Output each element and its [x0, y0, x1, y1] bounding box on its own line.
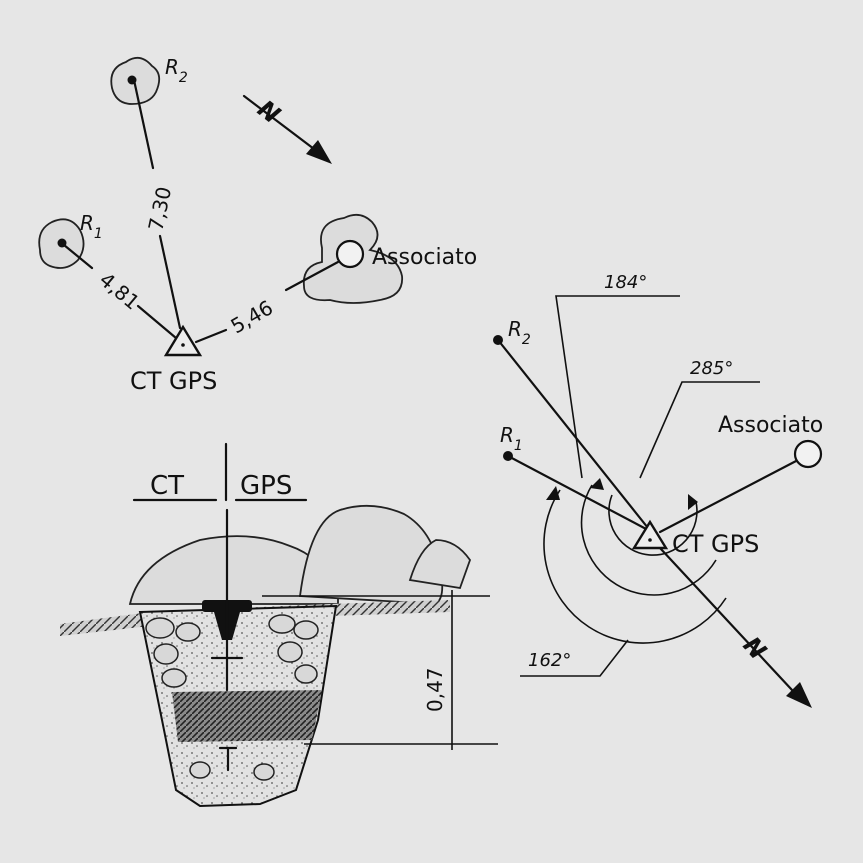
bearing-r1-label: R1 [500, 423, 523, 454]
section-gps-label: GPS [240, 471, 292, 501]
angle-162-label: 162° [528, 650, 571, 671]
bearing-ctgps-triangle [631, 519, 669, 550]
leader-285 [639, 381, 760, 479]
ray-r1 [506, 454, 650, 532]
plan-sketch: R2 R1 Associato CT GPS 7,30 4,81 5,46 N [38, 55, 477, 395]
bearing-r2-label: R2 [508, 317, 531, 348]
bearing-associato-point [793, 439, 823, 469]
plan-ctgps-triangle [163, 324, 203, 357]
arc-162-arrowhead [546, 486, 560, 500]
bearing-ctgps-label: CT GPS [672, 530, 759, 558]
plan-dist-associato: 5,46 [227, 295, 278, 338]
bearing-diagram: N CT GPS R2 R1 Associato 184° 285° 162° [493, 272, 823, 708]
line-r1-bottom [136, 304, 178, 340]
arc-285 [608, 494, 698, 556]
plan-associato-label: Associato [372, 245, 477, 270]
angle-184-label: 184° [604, 272, 647, 293]
arc-285-arrowhead [688, 494, 698, 510]
angle-285-label: 285° [690, 358, 733, 379]
associato-point [335, 239, 365, 269]
arc-184-arrowhead [590, 478, 604, 490]
section-boulder-back [408, 539, 472, 590]
section-depth-label: 0,47 [423, 667, 447, 712]
bearing-north-arrowhead [786, 682, 812, 708]
plan-r2-label: R2 [165, 55, 188, 86]
leader-184 [555, 295, 680, 479]
line-r2-top [132, 78, 155, 170]
line-r2-bottom [158, 234, 182, 330]
plan-ctgps-label: CT GPS [130, 367, 217, 395]
ray-associato [658, 458, 800, 534]
section-ct-label: CT [150, 471, 184, 501]
plan-ctgps-center [181, 343, 185, 347]
line-assoc-left [194, 328, 228, 344]
cross-section: CT GPS [60, 442, 498, 808]
pit-compacted-layer [172, 690, 322, 742]
plan-dist-r2: 7,30 [143, 184, 176, 233]
leader-162 [520, 639, 629, 677]
ray-north [658, 546, 794, 692]
bearing-ctgps-center [648, 538, 652, 542]
survey-marker [202, 508, 252, 772]
bearing-associato-label: Associato [718, 413, 823, 438]
pit-stones [145, 614, 319, 781]
plan-dist-r1: 4,81 [95, 267, 145, 314]
bearing-r1-point [503, 451, 513, 461]
plan-north-arrow: N [242, 95, 332, 164]
line-assoc-right [284, 260, 340, 292]
ray-r2 [496, 338, 650, 530]
line-r1-top [62, 243, 94, 270]
arc-162 [543, 489, 727, 644]
bearing-r2-point [493, 335, 503, 345]
plan-r1-label: R1 [80, 211, 103, 242]
